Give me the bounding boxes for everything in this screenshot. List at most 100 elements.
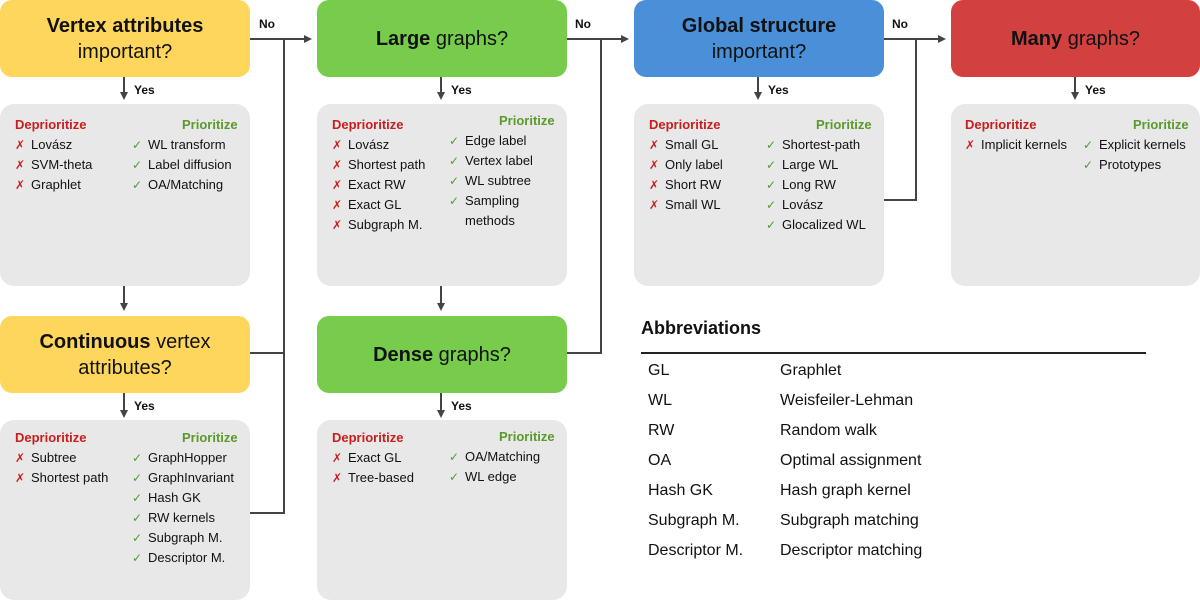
item-label: Short RW <box>665 177 722 192</box>
prioritize-column: Prioritize ✓Edge label ✓Vertex label ✓WL… <box>449 113 555 231</box>
prioritize-header: Prioritize <box>499 113 555 128</box>
abbreviation-key: Subgraph M. <box>648 512 740 529</box>
cross-icon: ✗ <box>332 198 343 212</box>
prioritize-column: Prioritize ✓Explicit kernels ✓Prototypes <box>1083 117 1189 175</box>
list-item: ✓OA/Matching <box>449 447 555 467</box>
yes-label-3: Yes <box>451 83 472 97</box>
panel-many-graphs: Deprioritize ✗Implicit kernels Prioritiz… <box>951 104 1200 286</box>
deprioritize-column: Deprioritize ✗Exact GL ✗Tree-based <box>332 430 414 488</box>
yes-label-6: Yes <box>1085 83 1106 97</box>
panel-continuous-attributes: Deprioritize ✗Subtree ✗Shortest path Pri… <box>0 420 250 600</box>
check-icon: ✓ <box>766 158 777 172</box>
cross-icon: ✗ <box>332 158 343 172</box>
check-icon: ✓ <box>766 178 777 192</box>
deprioritize-column: Deprioritize ✗Lovász ✗Shortest path ✗Exa… <box>332 117 425 235</box>
panel-global-structure: Deprioritize ✗Small GL ✗Only label ✗Shor… <box>634 104 884 286</box>
abbreviation-value: Descriptor matching <box>780 542 923 559</box>
prioritize-column: Prioritize ✓GraphHopper ✓GraphInvariant … <box>132 430 238 568</box>
list-item: ✓Explicit kernels <box>1083 135 1189 155</box>
question-rest: vertex <box>150 330 211 353</box>
abbreviations-title: Abbreviations <box>641 318 762 338</box>
list-item: ✗Tree-based <box>332 468 414 488</box>
cross-icon: ✗ <box>15 451 26 465</box>
check-icon: ✓ <box>132 178 143 192</box>
prioritize-column: Prioritize ✓OA/Matching ✓WL edge <box>449 429 555 487</box>
item-label: Sampling <box>465 193 520 208</box>
item-label: OA/Matching <box>148 177 224 192</box>
abbreviation-value: Weisfeiler-Lehman <box>780 392 914 409</box>
deprioritize-column: Deprioritize ✗Small GL ✗Only label ✗Shor… <box>649 117 723 215</box>
list-item: ✓ Edge label <box>449 131 555 151</box>
deprioritize-column: Deprioritize ✗Lovász ✗SVM-theta ✗Graphle… <box>15 117 92 195</box>
list-item: ✓Long RW <box>766 175 872 195</box>
list-item: ✗Small WL <box>649 195 723 215</box>
list-item-continued: methods <box>449 211 555 231</box>
list-item: ✗ Shortest path <box>15 468 108 488</box>
deprioritize-column: Deprioritize ✗Subtree ✗Shortest path <box>15 430 108 488</box>
prioritize-header: Prioritize <box>816 117 872 132</box>
cross-icon: ✗ <box>965 138 976 152</box>
prioritize-column: Prioritize ✓Shortest-path ✓Large WL ✓Lon… <box>766 117 872 235</box>
list-item: ✓Prototypes <box>1083 155 1189 175</box>
panel-vertex-attributes: Deprioritize ✗Lovász ✗SVM-theta ✗Graphle… <box>0 104 250 286</box>
item-label: Edge label <box>465 133 527 148</box>
cross-icon: ✗ <box>649 178 660 192</box>
deprioritize-header: Deprioritize <box>15 117 87 132</box>
abbreviation-value: Random walk <box>780 422 877 439</box>
question-many-graphs: Many graphs? <box>951 0 1200 77</box>
cross-icon: ✗ <box>15 138 26 152</box>
abbreviations-rule <box>641 352 1146 354</box>
question-bold: Large <box>375 27 431 50</box>
check-icon: ✓ <box>132 451 143 465</box>
yes-label-2: Yes <box>134 399 155 413</box>
check-icon: ✓ <box>766 198 777 212</box>
list-item: ✗Exact GL <box>332 195 425 215</box>
question-rest: graphs? <box>433 343 511 366</box>
list-item: ✗Graphlet <box>15 175 92 195</box>
list-item: ✓ Sampling <box>449 191 555 211</box>
prioritize-header: Prioritize <box>182 117 238 132</box>
item-label: Explicit kernels <box>1099 137 1186 152</box>
item-label: Subgraph M. <box>148 530 223 545</box>
list-item: ✗Lovász <box>15 135 92 155</box>
list-item: ✗SVM-theta <box>15 155 92 175</box>
item-label: Vertex label <box>465 153 533 168</box>
list-item: ✓Label diffusion <box>132 155 238 175</box>
item-label: Prototypes <box>1099 157 1162 172</box>
list-item: ✓ RW kernels <box>132 508 238 528</box>
check-icon: ✓ <box>449 134 460 148</box>
check-icon: ✓ <box>132 511 143 525</box>
list-item: ✓Hash GK <box>132 488 238 508</box>
question-rest: important? <box>711 40 807 63</box>
abbreviation-key: OA <box>648 452 672 469</box>
list-item: ✓ OA/Matching <box>132 175 238 195</box>
check-icon: ✓ <box>449 194 460 208</box>
item-label: GraphHopper <box>148 450 227 465</box>
cross-icon: ✗ <box>332 218 343 232</box>
item-label: Exact GL <box>348 450 402 465</box>
cross-icon: ✗ <box>649 158 660 172</box>
list-item: ✓Vertex label <box>449 151 555 171</box>
question-rest-line2: attributes? <box>78 356 172 379</box>
item-label: RW kernels <box>148 510 215 525</box>
check-icon: ✓ <box>132 551 143 565</box>
item-label: Tree-based <box>348 470 414 485</box>
list-item: ✗Lovász <box>332 135 425 155</box>
cross-icon: ✗ <box>15 471 26 485</box>
question-dense-graphs: Dense graphs? <box>317 316 567 393</box>
cross-icon: ✗ <box>332 178 343 192</box>
list-item: ✗Exact GL <box>332 448 414 468</box>
yes-label-4: Yes <box>451 399 472 413</box>
cross-icon: ✗ <box>649 138 660 152</box>
list-item: ✗Only label <box>649 155 723 175</box>
abbreviation-value: Hash graph kernel <box>780 482 911 499</box>
item-label: Shortest path <box>31 470 109 485</box>
prioritize-header: Prioritize <box>1133 117 1189 132</box>
panel-large-graphs: Deprioritize ✗Lovász ✗Shortest path ✗Exa… <box>317 104 567 286</box>
no-label-1: No <box>259 17 275 31</box>
item-label: Graphlet <box>31 177 81 192</box>
question-large-graphs: Large graphs? <box>317 0 567 77</box>
item-label: Subtree <box>31 450 77 465</box>
